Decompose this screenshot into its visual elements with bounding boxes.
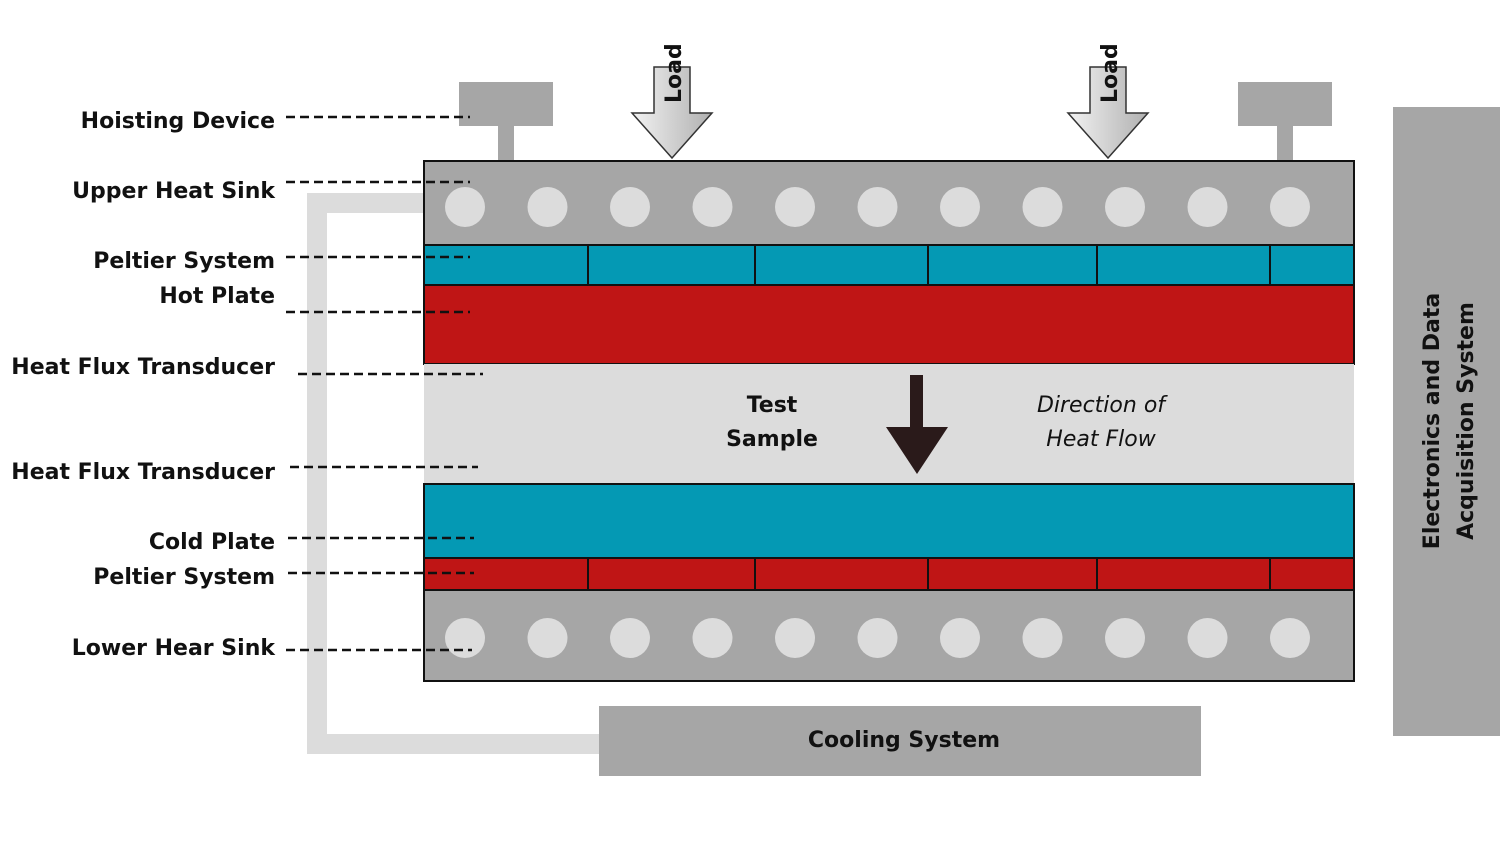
label-cold-plate: Cold Plate — [149, 530, 275, 555]
sink-hole — [775, 187, 815, 227]
label-peltier-bottom: Peltier System — [93, 565, 275, 590]
sink-hole — [1022, 618, 1063, 658]
test-sample — [424, 364, 1354, 484]
hoisting-device-right — [1238, 82, 1332, 161]
sink-hole — [1187, 187, 1228, 227]
load-label: Load — [662, 43, 687, 103]
sink-hole — [940, 618, 980, 658]
label-peltier-top: Peltier System — [93, 249, 275, 274]
sink-hole — [1105, 187, 1145, 227]
load-arrow-right: Load — [1066, 43, 1150, 160]
direction-label-2: Heat Flow — [1046, 427, 1156, 452]
sink-hole — [1105, 618, 1145, 658]
heat-flow-arrow-icon — [886, 375, 948, 474]
sink-hole — [610, 187, 650, 227]
cooling-system-box — [599, 706, 1201, 776]
label-hot-plate: Hot Plate — [159, 284, 275, 309]
lower-sink-holes — [445, 618, 1310, 658]
sink-hole — [1270, 618, 1310, 658]
label-lower-sink: Lower Hear Sink — [72, 636, 277, 661]
sink-hole — [857, 618, 898, 658]
sink-hole — [857, 187, 898, 227]
test-sample-label-1: Test — [747, 393, 798, 418]
sink-hole — [445, 618, 485, 658]
sink-hole — [692, 618, 733, 658]
label-upper-heat-sink: Upper Heat Sink — [72, 179, 276, 204]
upper-sink-holes — [445, 187, 1310, 227]
sink-hole — [610, 618, 650, 658]
sink-hole — [527, 618, 568, 658]
down-arrow-icon — [630, 66, 714, 160]
peltier-top-dividers — [587, 245, 1271, 285]
hoisting-device-left — [459, 82, 553, 161]
sink-hole — [775, 618, 815, 658]
cooling-system-label: Cooling System — [808, 728, 1000, 753]
test-sample-label-2: Sample — [726, 427, 818, 452]
hot-plate — [423, 284, 1355, 365]
sink-hole — [940, 187, 980, 227]
cooling-pipe — [307, 193, 599, 754]
label-hoisting-device: Hoisting Device — [81, 109, 275, 134]
down-arrow-icon — [1066, 66, 1150, 160]
cold-plate — [423, 483, 1355, 559]
sink-hole — [692, 187, 733, 227]
sink-hole — [1187, 618, 1228, 658]
electronics-label-1: Electronics and Data — [1420, 293, 1445, 549]
sink-hole — [527, 187, 568, 227]
load-label: Load — [1098, 43, 1123, 103]
sink-hole — [445, 187, 485, 227]
label-hft-top: Heat Flux Transducer — [11, 355, 275, 380]
electronics-box — [1393, 107, 1500, 736]
peltier-system-top — [423, 244, 1355, 286]
load-arrow-left: Load — [630, 43, 714, 160]
peltier-bottom-dividers — [587, 558, 1271, 590]
peltier-system-bottom — [423, 557, 1355, 591]
label-hft-bottom: Heat Flux Transducer — [11, 460, 275, 485]
electronics-label-2: Acquisition System — [1454, 302, 1479, 540]
direction-label-1: Direction of — [1037, 393, 1168, 418]
sink-hole — [1270, 187, 1310, 227]
sink-hole — [1022, 187, 1063, 227]
